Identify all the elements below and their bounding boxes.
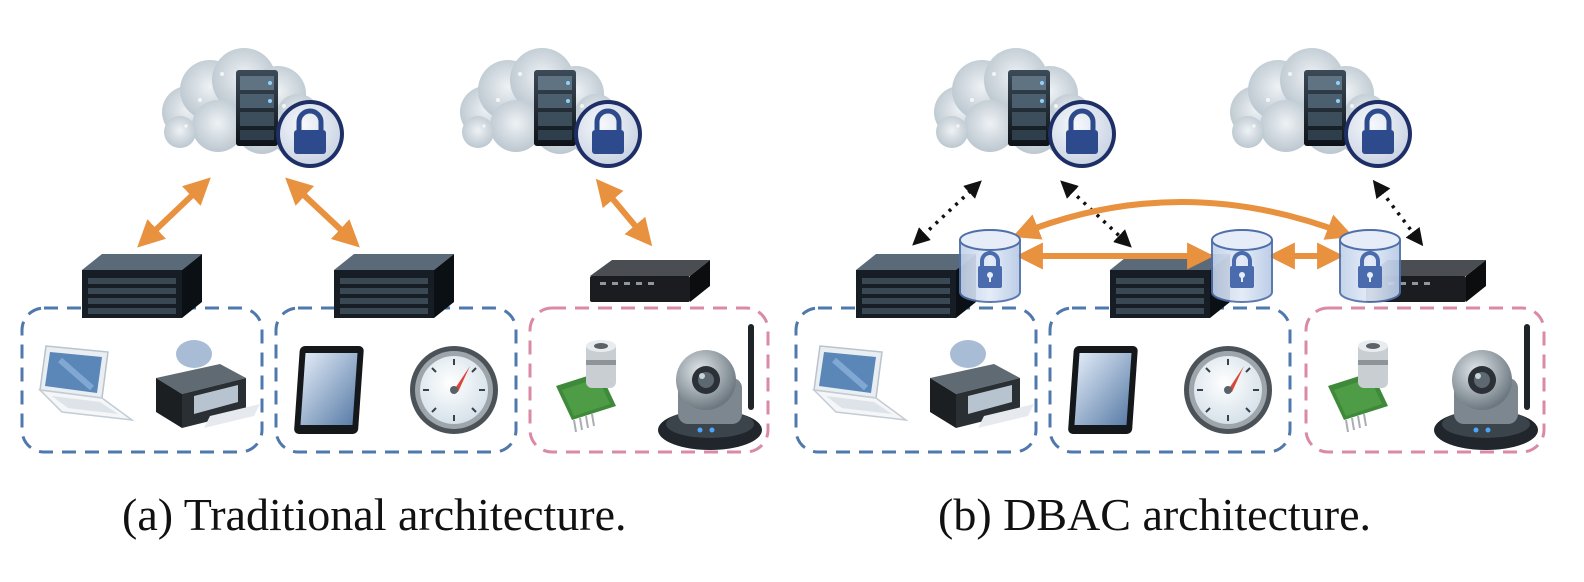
database-lock-icon — [958, 228, 1022, 304]
router-icon — [590, 260, 710, 302]
server-icon — [82, 254, 202, 318]
cloud-server-icon — [1230, 48, 1412, 168]
db-link-arrow — [1012, 199, 1354, 240]
printer-icon — [156, 340, 260, 428]
traditional-architecture — [20, 48, 770, 454]
tablet-icon — [293, 346, 364, 434]
server-icon — [334, 254, 454, 318]
device-group-3 — [1304, 306, 1546, 454]
caption-dbac: (b) DBAC architecture. — [938, 489, 1372, 540]
access-arrow — [285, 177, 360, 248]
cloud-server-icon — [162, 48, 344, 168]
laptop-icon — [814, 346, 906, 420]
caption-traditional: (a) Traditional architecture. — [122, 489, 627, 540]
sensor-board-icon — [1327, 339, 1389, 433]
laptop-icon — [40, 346, 132, 420]
cloud-server-icon — [934, 48, 1116, 168]
dbac-architecture — [794, 48, 1546, 454]
cloud-link-arrow — [1372, 179, 1424, 247]
printer-icon — [930, 340, 1034, 428]
ip-camera-icon — [658, 324, 762, 450]
device-group-3 — [528, 306, 770, 454]
sensor-board-icon — [555, 339, 617, 433]
server-icon — [856, 254, 976, 318]
gauge-icon — [409, 345, 499, 435]
gauge-icon — [1183, 345, 1273, 435]
ip-camera-icon — [1434, 324, 1538, 450]
access-arrow — [137, 177, 211, 248]
cloud-server-icon — [460, 48, 642, 168]
tablet-icon — [1067, 346, 1138, 434]
database-lock-icon — [1210, 228, 1274, 304]
access-arrow — [595, 178, 653, 247]
database-lock-icon — [1338, 228, 1402, 304]
